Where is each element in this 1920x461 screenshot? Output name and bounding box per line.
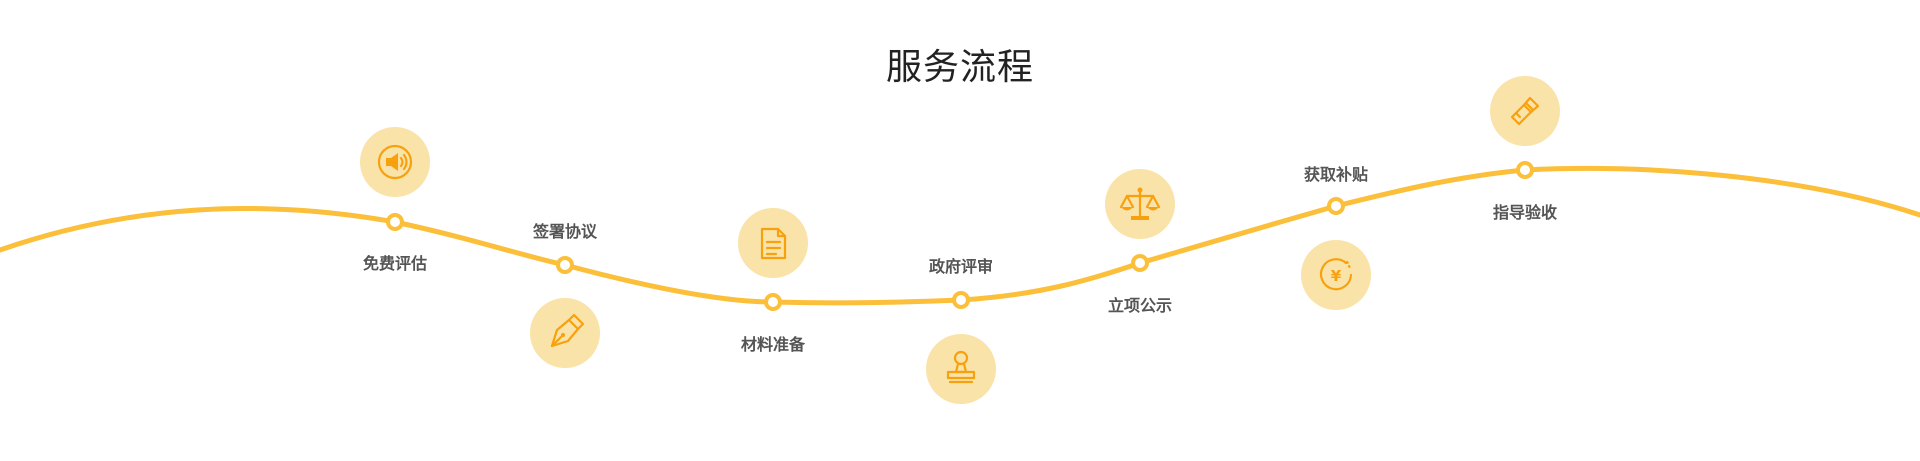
step-node: [1327, 197, 1345, 215]
step-icon-circle: [530, 298, 600, 368]
step-icon-circle: [926, 334, 996, 404]
step-5: 立项公示: [1105, 169, 1175, 315]
scale-icon: [1119, 187, 1161, 220]
yen-symbol: ¥: [1331, 267, 1342, 285]
step-node: [764, 293, 782, 311]
step-label: 政府评审: [929, 257, 993, 276]
step-label: 获取补贴: [1304, 165, 1368, 184]
step-label: 立项公示: [1108, 296, 1172, 315]
document-icon: [760, 227, 787, 260]
flashlight-icon: [1510, 96, 1540, 126]
step-4: 政府评审: [926, 257, 996, 404]
step-node: [1131, 254, 1149, 272]
step-icon-circle: [1301, 240, 1371, 310]
step-3: 材料准备: [738, 208, 808, 354]
step-label: 指导验收: [1493, 203, 1557, 222]
step-label: 签署协议: [532, 222, 598, 241]
step-1: 免费评估: [360, 127, 430, 273]
step-icon-circle: [1490, 76, 1560, 146]
stamp-icon: [946, 350, 976, 384]
step-label: 材料准备: [741, 335, 806, 354]
step-2: 签署协议: [530, 222, 600, 368]
step-node: [952, 291, 970, 309]
page-title: 服务流程: [885, 47, 1034, 88]
step-7: 指导验收: [1490, 76, 1560, 222]
megaphone-icon: [377, 144, 413, 180]
step-node: [386, 213, 404, 231]
step-6: ¥ 获取补贴: [1301, 165, 1371, 310]
yen-coin-icon: ¥: [1319, 258, 1353, 291]
step-node: [1516, 161, 1534, 179]
step-node: [556, 256, 574, 274]
flow-curve: [0, 166, 1920, 306]
step-label: 免费评估: [363, 254, 427, 273]
pen-nib-icon: [550, 313, 585, 348]
